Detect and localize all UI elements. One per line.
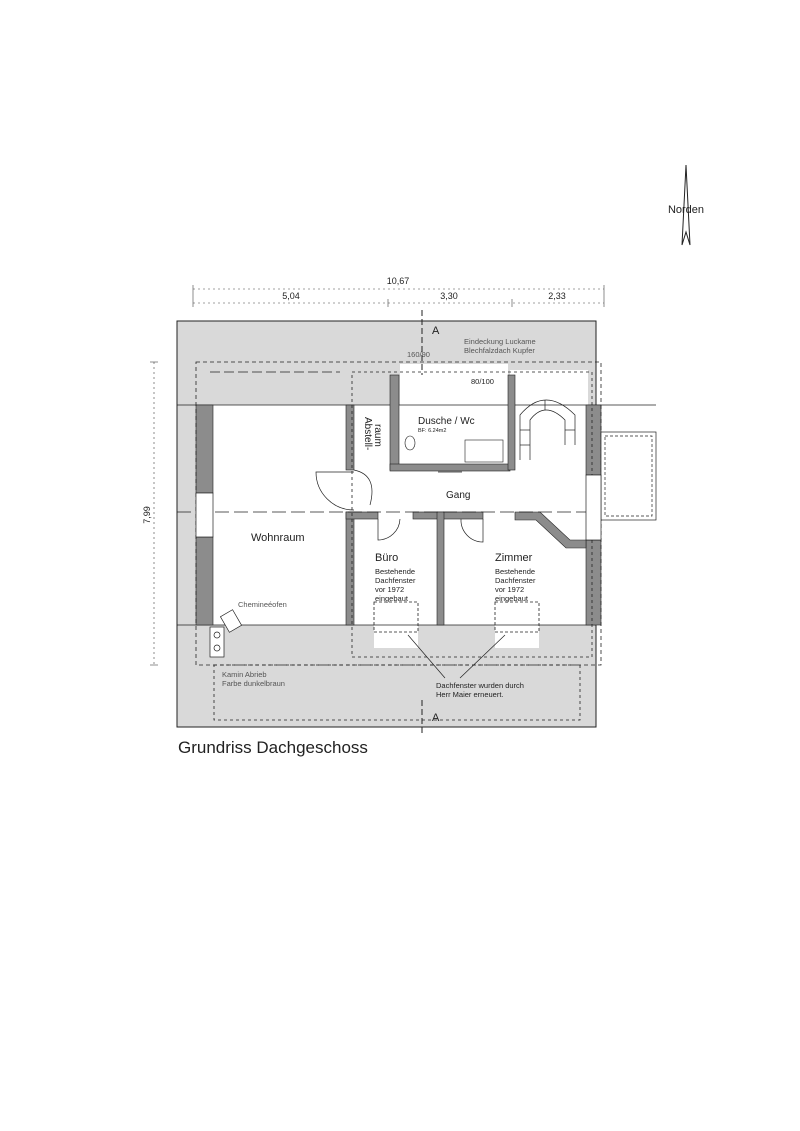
- section-marker-top: A: [432, 325, 440, 337]
- chimney-note-1: Kamin Abrieb: [222, 670, 267, 679]
- room-bedroom: Zimmer: [495, 552, 533, 564]
- office-window-note-1: Bestehende: [375, 567, 415, 576]
- window-size-1: 160/90: [407, 350, 430, 359]
- north-label: Norden: [668, 204, 704, 216]
- room-storage-2: raum: [372, 424, 383, 447]
- room-living: Wohnraum: [251, 532, 305, 544]
- stove-icon: [209, 609, 243, 658]
- walls: [195, 374, 602, 626]
- bedroom-window-note-2: Dachfenster: [495, 576, 536, 585]
- office-window-note-2: Dachfenster: [375, 576, 416, 585]
- dormer-bath: [400, 364, 508, 414]
- dimension-lines: [150, 285, 605, 666]
- section-marker-bottom: A: [432, 712, 440, 724]
- dimension-seg2: 3,30: [440, 291, 458, 301]
- roof-note-2: Blechfalzdach Kupfer: [464, 346, 535, 355]
- room-hall: Gang: [446, 490, 470, 501]
- bath-fixtures: [404, 435, 504, 463]
- dimension-total: 10,67: [387, 276, 410, 286]
- office-window-note-4: eingebaut: [375, 594, 409, 603]
- renewal-note-2: Herr Maier erneuert.: [436, 690, 504, 699]
- plan-caption: Grundriss Dachgeschoss: [178, 738, 368, 757]
- eave-lines: [177, 404, 656, 626]
- dormer-office: [374, 618, 418, 648]
- chimney-note-2: Farbe dunkelbraun: [222, 679, 285, 688]
- room-bath-area: BF: 6.24m2: [418, 428, 446, 434]
- room-office: Büro: [375, 552, 398, 564]
- stove-label: Chemineéofen: [238, 600, 287, 609]
- stairs: [519, 399, 576, 460]
- office-window-note-3: vor 1972: [375, 585, 404, 594]
- room-bath: Dusche / Wc: [418, 416, 475, 427]
- dimension-depth: 7,99: [142, 506, 152, 524]
- doors: [315, 469, 484, 543]
- dormer-stairs: [510, 370, 588, 410]
- balcony: [600, 431, 657, 521]
- room-storage-1: Abstell-: [362, 417, 373, 450]
- renewal-note-1: Dachfenster wurden durch: [436, 681, 524, 690]
- roof-note-1: Eindeckung Luckame: [464, 337, 536, 346]
- bedroom-window-note-4: eingebaut: [495, 594, 529, 603]
- dormer-bedroom: [495, 618, 539, 648]
- window-size-2: 80/100: [471, 377, 494, 386]
- bedroom-window-note-3: vor 1972: [495, 585, 524, 594]
- bedroom-window-note-1: Bestehende: [495, 567, 535, 576]
- wall-windows: [195, 474, 602, 541]
- dimension-seg3: 2,33: [548, 291, 566, 301]
- renewal-pointers: [407, 634, 506, 679]
- dimension-seg1: 5,04: [282, 291, 300, 301]
- north-arrow-icon: [681, 164, 691, 246]
